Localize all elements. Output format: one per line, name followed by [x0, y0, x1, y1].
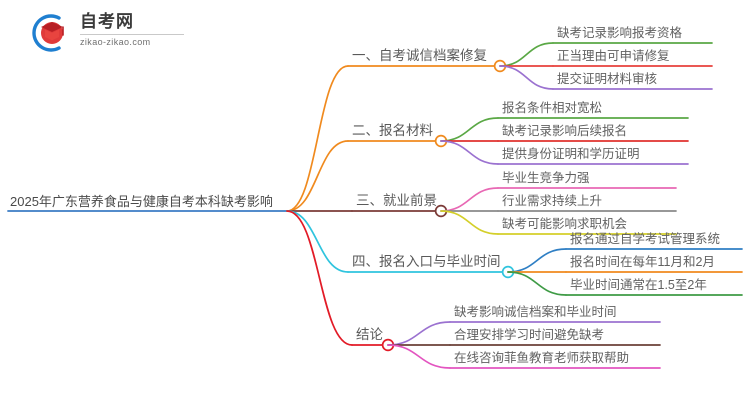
mindmap-leaf-label-5-3[interactable]: 在线咨询菲鱼教育老师获取帮助: [454, 351, 630, 365]
mindmap-leaf-label-2-2[interactable]: 缺考记录影响后续报名: [502, 124, 628, 138]
mindmap-branch-label-1[interactable]: 一、自考诚信档案修复: [352, 48, 487, 63]
mindmap-leaf-label-5-2[interactable]: 合理安排学习时间避免缺考: [454, 328, 605, 342]
mindmap-root-label[interactable]: 2025年广东营养食品与健康自考本科缺考影响: [10, 194, 273, 209]
site-logo[interactable]: 自考网 zikao-zikao.com: [28, 10, 188, 56]
mindmap-leaf-label-4-2[interactable]: 报名时间在每年11月和2月: [570, 255, 715, 269]
logo-domain: zikao-zikao.com: [80, 37, 151, 47]
mindmap-leaf-label-1-1[interactable]: 缺考记录影响报考资格: [557, 26, 683, 40]
mindmap-leaf-label-3-2[interactable]: 行业需求持续上升: [502, 194, 603, 208]
logo-title: 自考网: [80, 12, 134, 31]
mindmap-branch-label-5[interactable]: 结论: [356, 327, 383, 342]
zikao-graduation-cap-logo-icon: [32, 14, 64, 52]
mindmap-leaf-label-4-3[interactable]: 毕业时间通常在1.5至2年: [570, 278, 707, 292]
mindmap-branch-label-4[interactable]: 四、报名入口与毕业时间: [352, 254, 501, 269]
mindmap-branch-label-2[interactable]: 二、报名材料: [352, 123, 433, 138]
mindmap-leaf-label-3-3[interactable]: 缺考可能影响求职机会: [502, 217, 628, 231]
mindmap-branch-label-3[interactable]: 三、就业前景: [356, 193, 437, 208]
logo-text-group: 自考网 zikao-zikao.com: [80, 12, 184, 48]
mindmap-leaf-label-2-3[interactable]: 提供身份证明和学历证明: [502, 147, 640, 161]
mindmap-leaf-label-5-1[interactable]: 缺考影响诚信档案和毕业时间: [454, 305, 617, 319]
mindmap-leaf-label-1-2[interactable]: 正当理由可申请修复: [557, 49, 670, 63]
logo-divider: [80, 34, 184, 35]
mindmap-leaf-label-1-3[interactable]: 提交证明材料审核: [557, 72, 658, 86]
mindmap-leaf-label-2-1[interactable]: 报名条件相对宽松: [502, 101, 603, 115]
mindmap-leaf-label-4-1[interactable]: 报名通过自学考试管理系统: [570, 232, 721, 246]
mindmap-leaf-label-3-1[interactable]: 毕业生竞争力强: [502, 171, 590, 185]
